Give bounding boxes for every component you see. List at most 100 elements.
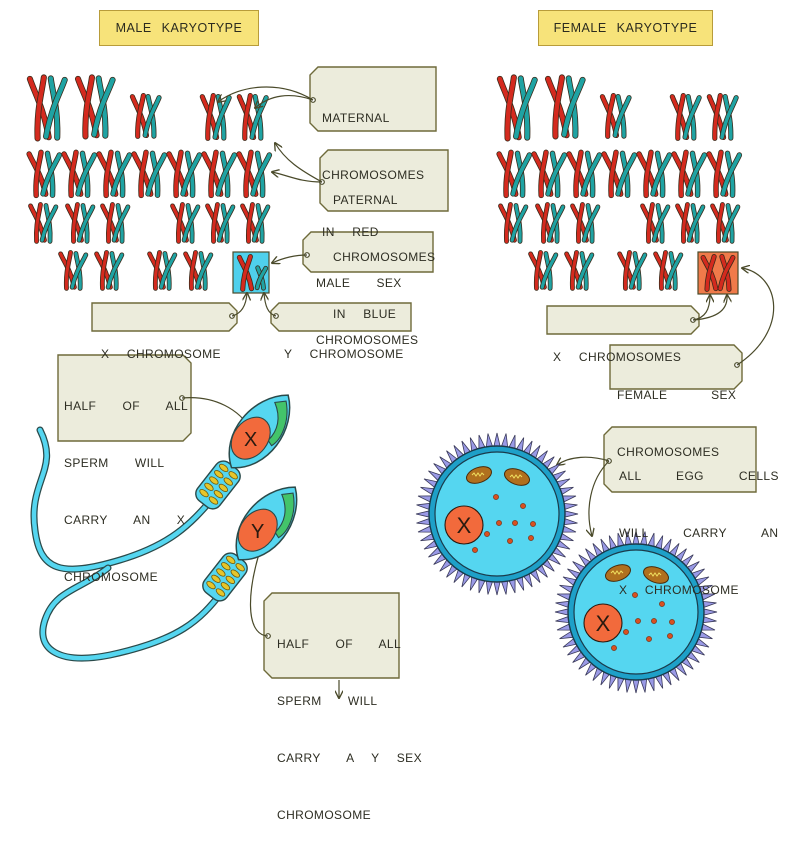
chromosome	[249, 93, 269, 141]
chromosome	[254, 265, 269, 291]
chromosome	[142, 93, 162, 139]
chromatid	[582, 205, 600, 242]
chromosome	[651, 203, 671, 244]
chromatid	[195, 253, 213, 289]
chromatid	[721, 153, 742, 196]
chromosome	[76, 203, 96, 244]
cortical-granule	[507, 538, 513, 544]
chromosome	[509, 203, 529, 244]
chromatid	[181, 153, 202, 196]
chromatid	[651, 153, 672, 196]
chromatid	[574, 150, 583, 198]
corona-projection	[478, 579, 486, 594]
corona-projection	[478, 434, 486, 449]
cortical-granule	[623, 629, 629, 635]
chromosome	[581, 203, 601, 244]
chromatid	[676, 93, 686, 141]
chromatid	[539, 150, 548, 198]
cristae	[610, 570, 624, 575]
chromosome-letter: Y	[251, 521, 264, 543]
cortical-granule	[530, 521, 536, 527]
chromatid	[240, 254, 253, 292]
label-line: X CHROMOSOME	[619, 583, 739, 597]
male-sex-chromosomes	[236, 254, 269, 292]
female-sex-label: FEMALE SEX CHROMOSOMES	[617, 348, 736, 500]
corona-projection	[555, 616, 570, 624]
chromatid	[69, 150, 78, 198]
corona-projection	[556, 623, 571, 631]
egg-nucleus	[583, 603, 623, 643]
label-line: CHROMOSOMES	[322, 168, 425, 182]
chromatid	[713, 93, 723, 141]
chromosome	[513, 75, 538, 141]
chromatid	[570, 250, 579, 290]
mitochondrion	[226, 555, 236, 564]
chromosome	[612, 93, 632, 139]
chromosome-letter: X	[244, 429, 257, 451]
chromatid	[605, 93, 616, 139]
y-chromosome-label: Y CHROMOSOME	[284, 307, 404, 402]
mitochondrion	[216, 568, 226, 577]
chromosome	[575, 251, 595, 291]
chromatid	[34, 202, 43, 243]
chromosome	[236, 254, 255, 292]
chromosome	[717, 254, 736, 292]
chromatid	[71, 202, 80, 243]
female-karyotype	[496, 74, 743, 291]
chromatid	[722, 205, 740, 242]
arrow-egg-1	[557, 456, 610, 465]
corona-projection	[640, 678, 648, 693]
chromatid	[613, 95, 631, 137]
label-tag	[309, 66, 437, 132]
label-tag	[609, 344, 743, 390]
chromatid	[505, 75, 517, 141]
nucleus	[230, 416, 271, 460]
chromatid	[112, 205, 130, 242]
sperm-y-label: HALF OF ALL SPERM WILL CARRY A Y SEX CHR…	[277, 597, 422, 863]
corona-projection	[485, 433, 493, 448]
arrow-y-chromosome	[264, 293, 277, 317]
female-karyotype-title: FEMALE KARYOTYPE	[538, 10, 713, 46]
mitochondrion	[204, 482, 214, 491]
arrow-paternal-1	[275, 143, 323, 183]
tail	[31, 427, 216, 572]
chromatid	[76, 153, 97, 196]
chromosome	[75, 150, 98, 198]
corona-projection	[556, 593, 571, 601]
chromatid	[510, 205, 528, 242]
chromatid	[581, 153, 602, 196]
sperm-head-group: Y	[202, 486, 298, 602]
mitochondrion	[219, 463, 229, 472]
chromatid	[106, 202, 115, 243]
chromosome-letter: X	[457, 513, 472, 538]
cortical-granule	[496, 520, 502, 526]
corona-projection	[555, 600, 570, 608]
corona-projection	[493, 432, 501, 447]
sex-determination-diagram: X Y X X MALE KARYOTYPE FEMALE KARYOTYPE …	[26, 10, 778, 822]
chromosome	[181, 203, 201, 244]
chromatid	[70, 253, 88, 289]
chromosome	[91, 75, 116, 139]
sperm-head-group: X	[195, 394, 291, 510]
chromosome	[40, 150, 63, 198]
corona-projection	[501, 580, 509, 595]
chromatid	[43, 77, 67, 139]
label-line: SPERM WILL	[64, 456, 165, 470]
label-line: Y CHROMOSOME	[284, 347, 404, 361]
sperm-y: Y	[39, 486, 298, 662]
mitochondrion	[218, 483, 228, 492]
chromosome	[682, 93, 702, 141]
chromosome	[110, 150, 133, 198]
cortical-granule	[528, 535, 534, 541]
chromatid	[540, 253, 558, 289]
egg-cell-1: X	[415, 432, 579, 596]
chromosome	[719, 93, 739, 141]
chromatid	[623, 250, 632, 290]
chromatid	[541, 202, 550, 243]
chromatid	[159, 253, 177, 289]
chromatid	[716, 202, 725, 243]
chromatid	[681, 202, 690, 243]
chromosome	[721, 203, 741, 244]
label-line: X CHROMOSOMES	[553, 350, 682, 364]
chromatid	[705, 254, 716, 292]
